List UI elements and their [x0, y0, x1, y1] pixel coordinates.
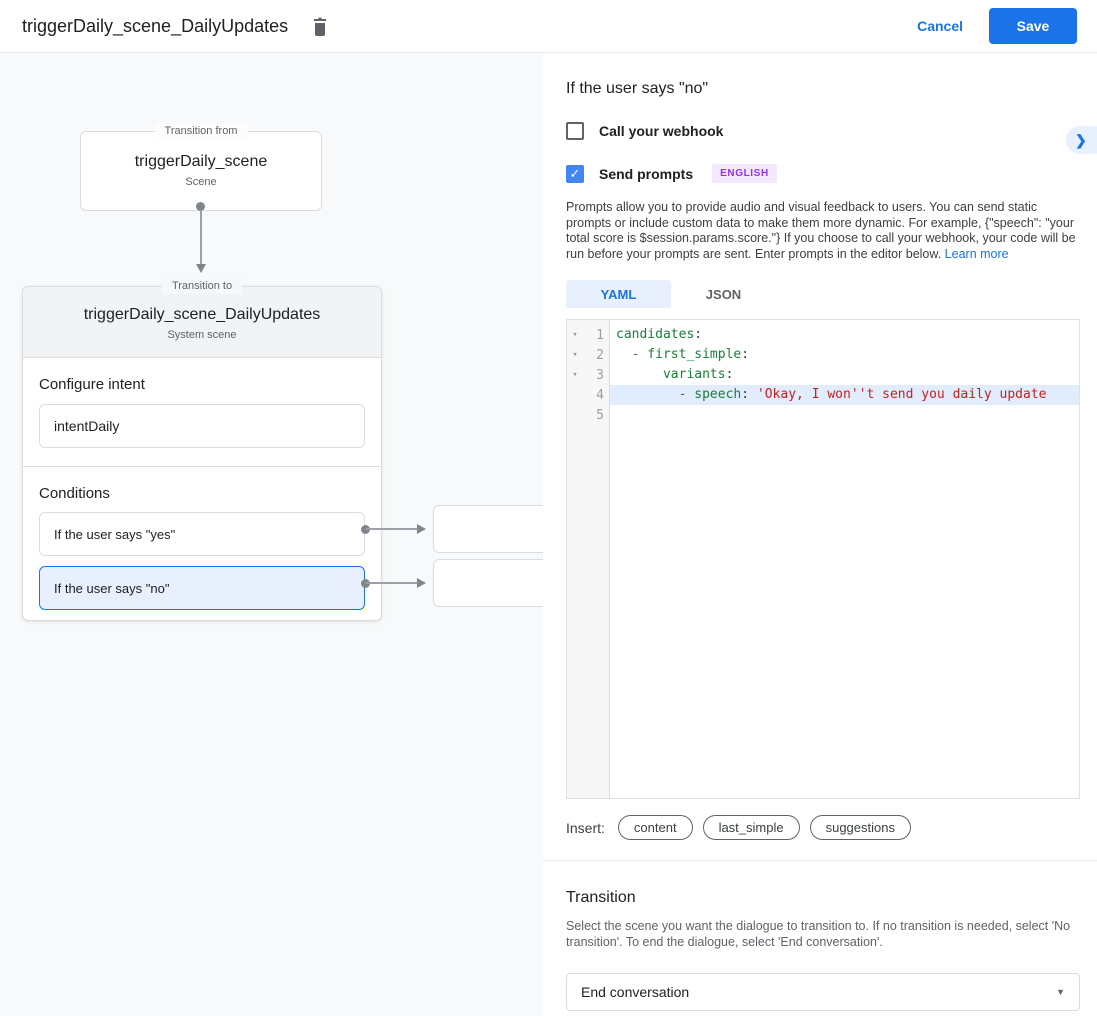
fold-arrow-icon[interactable]: ▾	[572, 330, 578, 341]
code-line[interactable]: - speech: 'Okay, I won''t send you daily…	[610, 385, 1079, 406]
connector-dot	[361, 525, 370, 534]
fold-arrow-icon[interactable]: ▾	[572, 370, 578, 381]
configure-intent-section: Configure intent intentDaily	[23, 358, 381, 466]
line-number: 5	[596, 407, 604, 423]
condition-row-yes[interactable]: If the user says "yes"	[39, 512, 365, 556]
fold-arrow-icon[interactable]: ▾	[572, 350, 578, 361]
tab-json[interactable]: JSON	[705, 286, 742, 302]
code-line[interactable]: candidates:	[610, 325, 1079, 345]
tab-yaml[interactable]: YAML	[566, 280, 671, 309]
transition-to-card: Transition to triggerDaily_scene_DailyUp…	[22, 279, 382, 621]
connector-line	[366, 582, 418, 584]
transition-description: Select the scene you want the dialogue t…	[566, 919, 1071, 949]
transition-to-name: triggerDaily_scene_DailyUpdates	[83, 306, 321, 323]
editor-code-area[interactable]: candidates: - first_simple: variants: - …	[610, 320, 1079, 798]
gutter-line[interactable]: ▾2	[567, 345, 609, 365]
condition-row-no[interactable]: If the user says "no"	[39, 566, 365, 610]
intent-field[interactable]: intentDaily	[39, 404, 365, 448]
cancel-button[interactable]: Cancel	[917, 18, 963, 34]
arrow-right-icon	[417, 524, 426, 534]
transition-section-title: Transition	[566, 889, 636, 907]
connector-line	[366, 528, 418, 530]
code-line[interactable]	[610, 405, 1079, 425]
code-token-dash: -	[678, 387, 695, 403]
panel-title: If the user says "no"	[566, 80, 709, 97]
connector-line	[200, 210, 202, 264]
insert-row: Insert: content last_simple suggestions	[566, 815, 1080, 841]
transition-to-type: System scene	[167, 329, 237, 341]
transition-from-node[interactable]: Transition from triggerDaily_scene Scene	[80, 124, 322, 211]
condition-target-node[interactable]	[433, 559, 543, 607]
condition-detail-panel: ❯ If the user says "no" Call your webhoo…	[543, 53, 1097, 1016]
chevron-right-icon: ❯	[1075, 131, 1087, 148]
insert-label: Insert:	[566, 819, 605, 836]
language-badge: ENGLISH	[712, 164, 777, 183]
transition-from-legend: Transition from	[154, 124, 248, 139]
code-token-plain	[616, 387, 679, 402]
transition-to-legend: Transition to	[161, 279, 243, 294]
call-webhook-checkbox[interactable]	[566, 122, 584, 140]
top-bar: triggerDaily_scene_DailyUpdates Cancel S…	[0, 0, 1097, 53]
save-button[interactable]: Save	[989, 8, 1077, 44]
conditions-section: Conditions If the user says "yes" If the…	[23, 466, 381, 628]
page-title: triggerDaily_scene_DailyUpdates	[22, 15, 289, 36]
code-token-dash: -	[631, 347, 648, 363]
connector-dot	[361, 579, 370, 588]
gutter-line[interactable]: ▾1	[567, 325, 609, 345]
conditions-label: Conditions	[39, 485, 110, 502]
insert-chip-content[interactable]: content	[617, 815, 693, 841]
transition-selected-value: End conversation	[581, 983, 690, 1000]
send-prompts-label: Send prompts	[599, 165, 694, 182]
insert-chip-suggestions[interactable]: suggestions	[809, 815, 911, 841]
transition-select[interactable]: End conversation ▼	[566, 972, 1080, 1011]
collapse-panel-button[interactable]: ❯	[1066, 126, 1097, 154]
code-token-key: speech	[694, 387, 742, 403]
topbar-actions: Cancel Save	[917, 8, 1081, 44]
gutter-line[interactable]: ▾3	[567, 365, 609, 385]
chevron-down-icon: ▼	[1056, 986, 1065, 997]
connector-dot	[196, 202, 205, 211]
transition-from-name: triggerDaily_scene	[134, 153, 268, 170]
scene-flow-canvas: Transition from triggerDaily_scene Scene…	[0, 53, 543, 1016]
code-token-plain: :	[741, 347, 750, 363]
transition-to-header[interactable]: triggerDaily_scene_DailyUpdates System s…	[23, 287, 381, 358]
code-line[interactable]: - first_simple:	[610, 345, 1079, 365]
line-number: 2	[596, 347, 604, 363]
code-token-plain: :	[741, 387, 757, 403]
code-token-plain: :	[725, 367, 734, 383]
line-number: 4	[596, 387, 604, 403]
send-prompts-checkbox[interactable]: ✓	[566, 164, 584, 183]
editor-format-tabs: YAML JSON	[566, 280, 1080, 309]
arrow-right-icon	[417, 578, 426, 588]
code-token-key: first_simple	[647, 347, 742, 363]
code-token-plain: :	[694, 327, 703, 343]
insert-chip-last_simple[interactable]: last_simple	[702, 815, 800, 841]
prompts-description: Prompts allow you to provide audio and v…	[566, 200, 1080, 262]
transition-from-type: Scene	[185, 176, 217, 188]
code-token-plain	[616, 367, 663, 382]
prompts-description-text: Prompts allow you to provide audio and v…	[566, 200, 1076, 261]
code-line[interactable]: variants:	[610, 365, 1079, 385]
code-token-key: candidates	[616, 327, 695, 343]
configure-intent-label: Configure intent	[39, 376, 145, 393]
code-token-string: 'Okay, I won''t send you daily update	[756, 387, 1047, 403]
line-number: 1	[596, 327, 604, 343]
prompts-checkbox-row: ✓ Send prompts ENGLISH	[566, 164, 1080, 183]
gutter-line[interactable]: 4	[567, 385, 609, 405]
code-token-key: variants	[662, 367, 726, 383]
delete-scene-button[interactable]	[306, 12, 334, 40]
insert-chips: content last_simple suggestions	[617, 815, 921, 841]
gutter-line[interactable]: 5	[567, 405, 609, 425]
line-number: 3	[596, 367, 604, 383]
webhook-checkbox-row: Call your webhook	[566, 122, 1080, 140]
panel-divider	[543, 860, 1097, 862]
arrow-down-icon	[196, 264, 206, 273]
call-webhook-label: Call your webhook	[599, 123, 724, 139]
code-token-plain	[616, 347, 632, 362]
trash-icon	[314, 17, 327, 36]
condition-target-node[interactable]	[433, 505, 543, 553]
learn-more-link[interactable]: Learn more	[944, 246, 1009, 261]
